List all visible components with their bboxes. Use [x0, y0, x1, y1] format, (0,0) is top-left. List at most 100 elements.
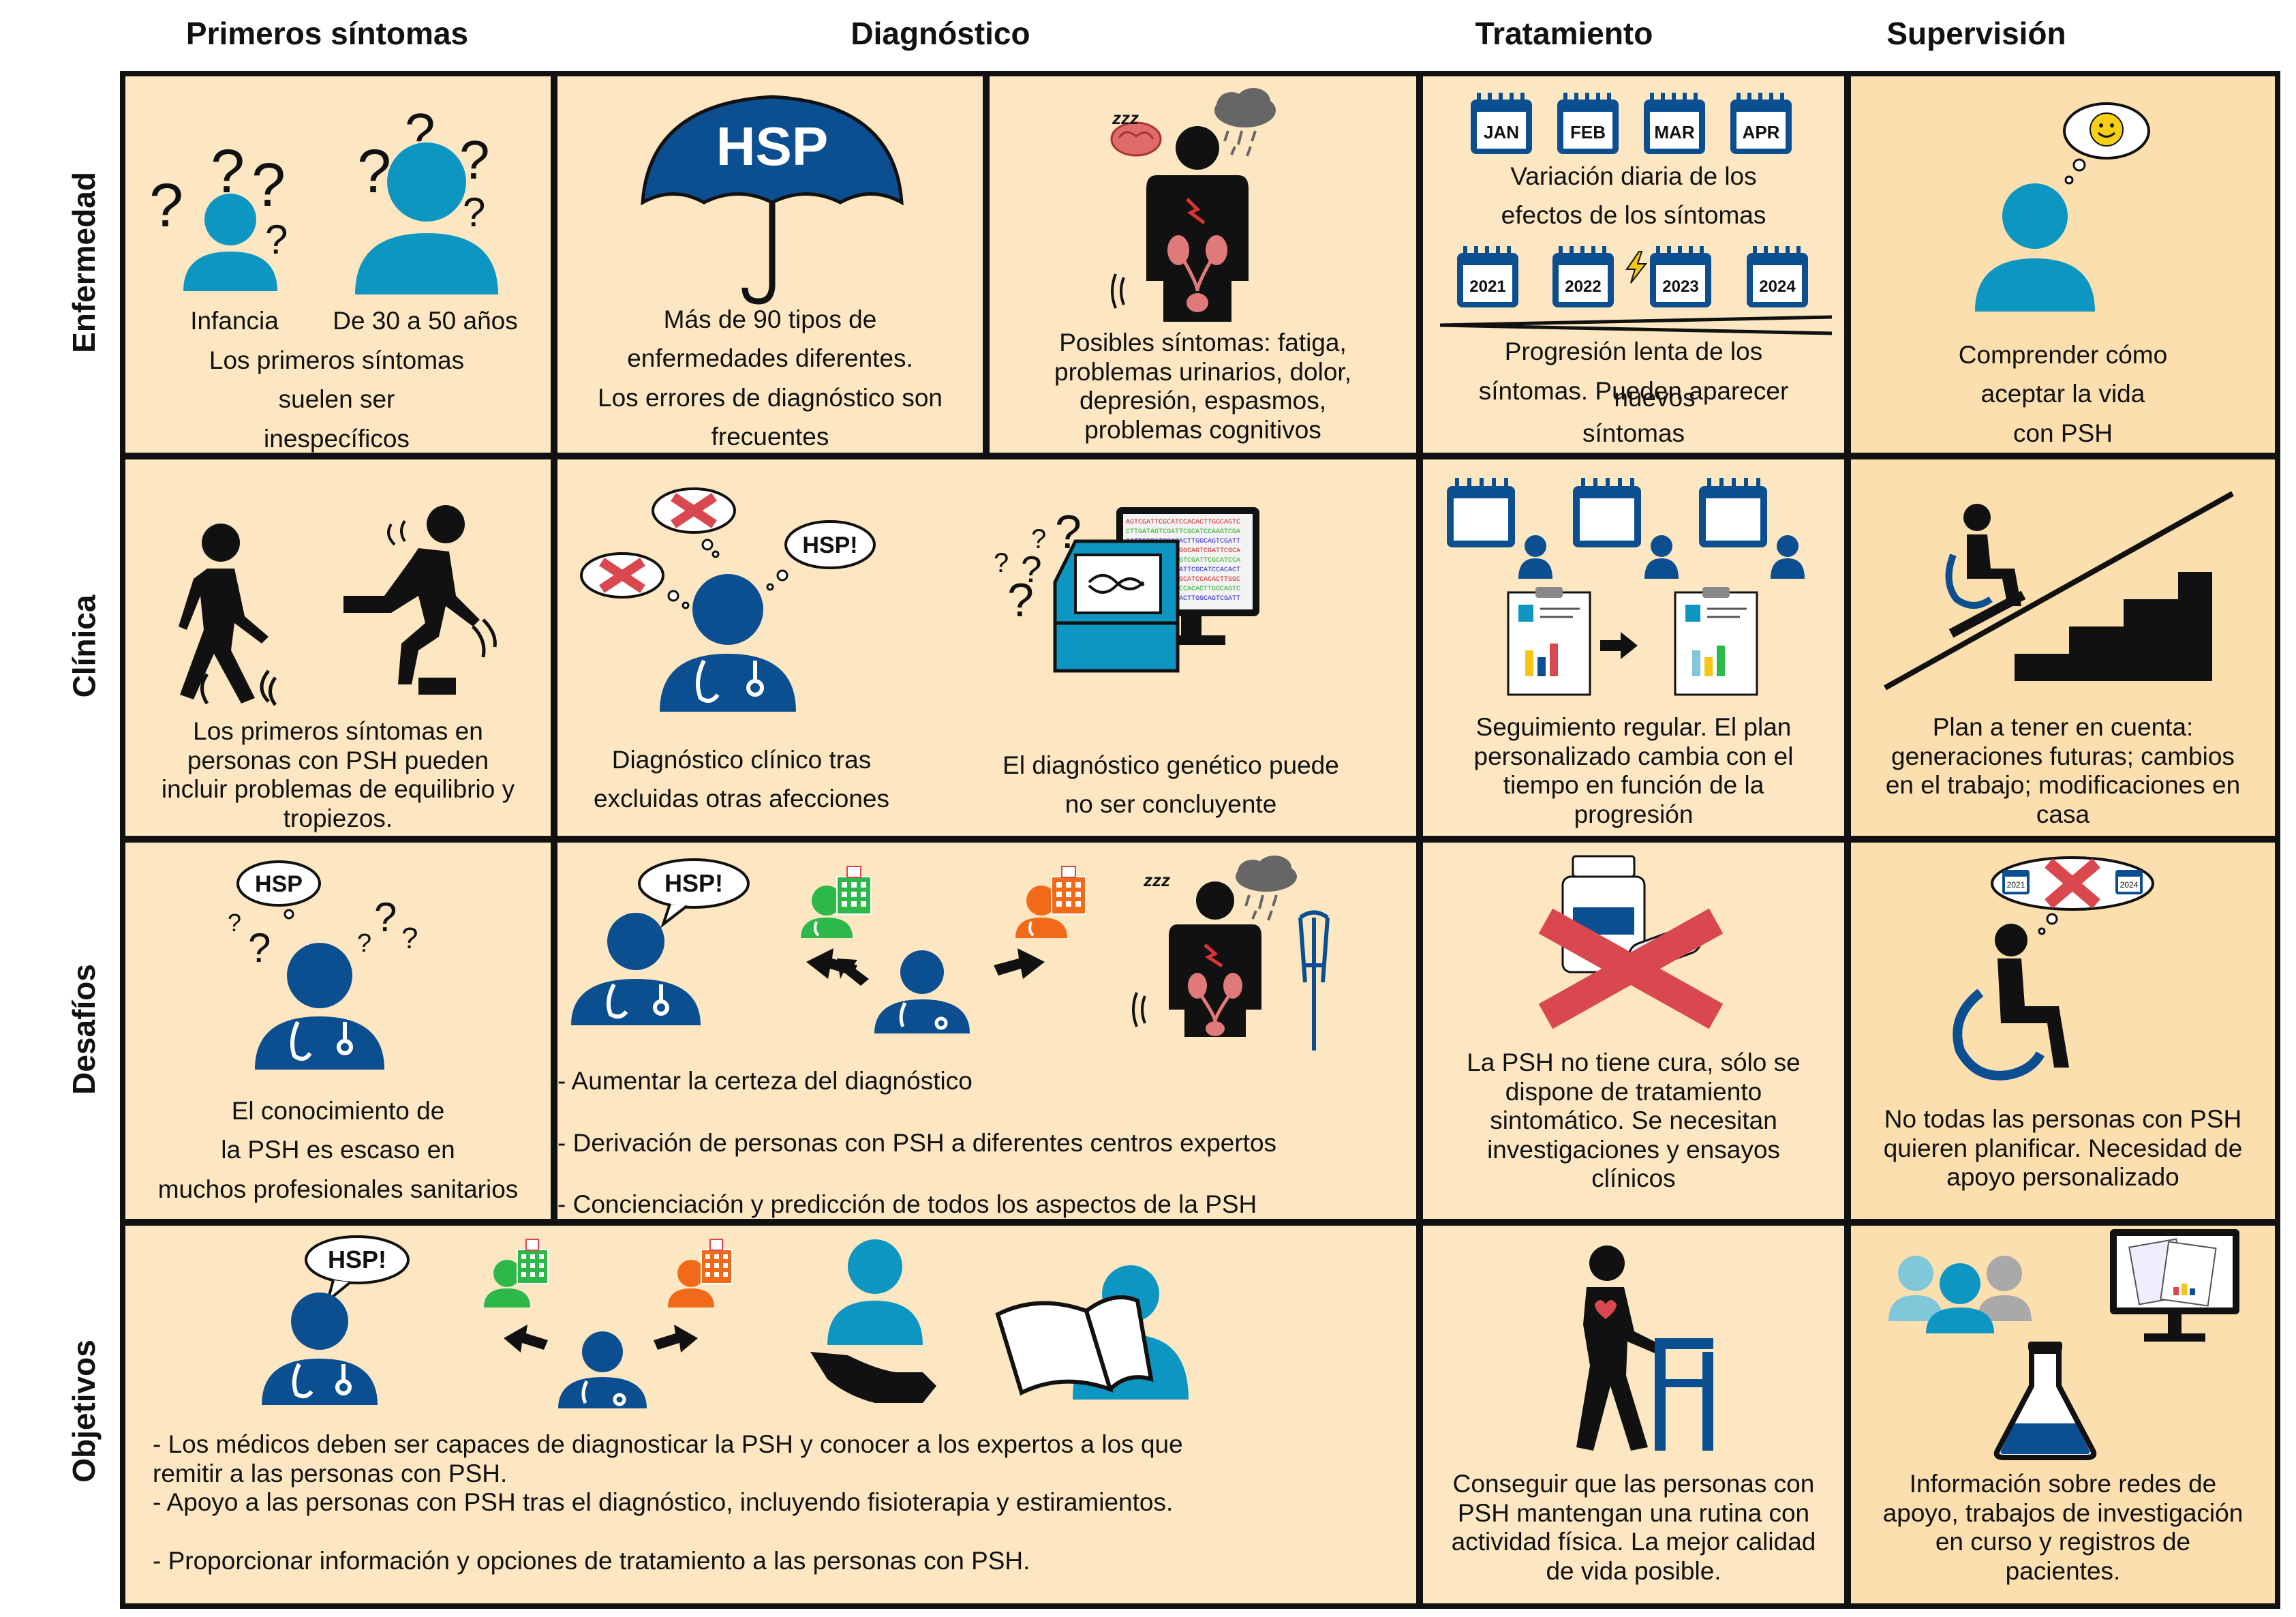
- spasm-lines-icon: [1132, 992, 1146, 1027]
- svg-text:zzz: zzz: [1112, 108, 1139, 128]
- svg-text:GATTCGCATCCACACTTGGCAGTCGATT: GATTCGCATCCACACTTGGCAGTCGATT: [1126, 538, 1240, 545]
- cell-objetivos-tratamiento: Conseguir que las personas con PSH mante…: [1418, 1220, 1850, 1609]
- referral-diagram-icon: [801, 866, 1086, 1033]
- question-marks-icon: ?????: [994, 505, 1082, 626]
- svg-text:APR: APR: [1743, 122, 1780, 142]
- tratamiento-progression-line1: Progresión lenta de los: [1504, 337, 1763, 365]
- clinica-tratamiento-text: Seguimiento regular. El plan personaliza…: [1473, 713, 1794, 828]
- question-marks-icon: ?????: [228, 894, 418, 971]
- lab-flask-icon: [1993, 1342, 2097, 1460]
- adult-person-icon: [355, 142, 498, 294]
- zzz-icon: zzz: [1143, 870, 1170, 890]
- svg-text:2024: 2024: [1759, 277, 1796, 296]
- cell-clinica-diagnostico: HSP! ????? AGTCGATTCGCATCCACACTTGGCAGTC …: [552, 454, 1422, 841]
- cell-objetivos-main: HSP!: [120, 1220, 1422, 1609]
- monitor-documents-icon: [2110, 1229, 2239, 1342]
- svg-text:HSP: HSP: [255, 871, 303, 897]
- svg-text:?: ?: [994, 548, 1009, 578]
- svg-text:?: ?: [1031, 524, 1046, 554]
- svg-text:FEB: FEB: [1570, 122, 1606, 142]
- cell-desafios-primeros: HSP ????? El conocimiento de la PSH es e…: [120, 837, 556, 1224]
- wheelchair-user-icon: [1953, 924, 2069, 1080]
- svg-text:HSP!: HSP!: [802, 532, 857, 558]
- crutch-icon: [1298, 910, 1330, 1051]
- support-group-icon: [1888, 1256, 2032, 1333]
- svg-text:?: ?: [248, 925, 271, 971]
- column-header-primeros: Primeros síntomas: [185, 16, 469, 51]
- umbrella-label: HSP: [716, 116, 829, 177]
- lightning-icon: [1625, 251, 1648, 284]
- calendar-icon: MAR: [1644, 93, 1705, 154]
- svg-text:AGTCGATTCGCATCCACACTTGGCAGTC: AGTCGATTCGCATCCACACTTGGCAGTC: [1126, 519, 1240, 526]
- desafios-primeros-text: El conocimiento de la PSH es escaso en m…: [157, 1097, 519, 1203]
- dna-sequencer-icon: AGTCGATTCGCATCCACACTTGGCAGTC CTTGATAGTCG…: [1053, 507, 1259, 673]
- body-symptoms-icon: [1146, 126, 1249, 322]
- year-calendars: 2021 2022 2023 2024: [1454, 243, 1835, 312]
- clinica-clinical-text: Diagnóstico clínico tras excluidas otras…: [594, 746, 889, 813]
- cell-desafios-diagnostico: HSP! zzz: [552, 837, 1422, 1224]
- svg-text:AGTCGATTCGCATCCACACTTGGCAGTC: AGTCGATTCGCATCCACACTTGGCAGTC: [1126, 586, 1240, 593]
- body-symptoms-icon: [1169, 881, 1261, 1037]
- cell-enfermedad-diagnostico-umbrella: HSP Más de 90 tipos de enfermedades dife…: [552, 71, 988, 458]
- desafios-tratamiento-text: La PSH no tiene cura, sólo se dispone de…: [1467, 1048, 1801, 1193]
- objetivos-bullets: - Los médicos deben ser capaces de diagn…: [153, 1430, 1183, 1575]
- child-person-icon: [183, 194, 277, 291]
- doctor-icon: [255, 943, 384, 1070]
- desafios-supervision-text: No todas las personas con PSH quieren pl…: [1883, 1105, 2243, 1192]
- cell-desafios-tratamiento: La PSH no tiene cura, sólo se dispone de…: [1418, 837, 1850, 1224]
- walker-person-icon: [1576, 1245, 1713, 1451]
- walking-person-icon: [179, 524, 277, 706]
- column-header-tratamiento: Tratamiento: [1475, 16, 1653, 51]
- crossed-thought-bubble-icon: [652, 487, 736, 558]
- svg-text:JAN: JAN: [1484, 122, 1519, 142]
- svg-text:?: ?: [228, 909, 241, 937]
- svg-text:CGCATCCACACTTGGCAGTCGATTCGCA: CGCATCCACACTTGGCAGTCGATTCGCA: [1126, 547, 1240, 555]
- hsp-thought-bubble-icon: HSP!: [766, 520, 876, 591]
- cell-objetivos-supervision: Información sobre redes de apoyo, trabaj…: [1846, 1220, 2280, 1609]
- cell-enfermedad-supervision: Comprender cómo aceptar la vida con PSH: [1846, 71, 2280, 458]
- cell-enfermedad-tratamiento: JAN FEB MAR APR Variación diaria de los …: [1418, 71, 1850, 458]
- svg-text:2023: 2023: [1662, 277, 1698, 296]
- enfermedad-supervision-text: Comprender cómo aceptar la vida con PSH: [1958, 341, 2168, 447]
- referral-diagram-icon: [484, 1239, 733, 1408]
- column-header-diagnostico: Diagnóstico: [851, 16, 1030, 51]
- svg-text:?: ?: [463, 190, 485, 235]
- question-marks-icon: ???? ????: [149, 102, 490, 262]
- clinica-genetic-text: El diagnóstico genético puede no ser con…: [1002, 751, 1339, 819]
- enfermedad-primeros-text: Los primeros síntomas suelen ser inespec…: [209, 346, 465, 453]
- objetivos-tratamiento-text: Conseguir que las personas con PSH mante…: [1451, 1470, 1816, 1585]
- progression-lines: [1439, 315, 1833, 335]
- spasm-lines-icon: [1111, 273, 1125, 309]
- cell-enfermedad-primeros: ???? ???? Infancia De 30 a 50 años Los p…: [120, 71, 556, 458]
- umbrella-icon: HSP: [641, 95, 904, 305]
- calendar-icon: APR: [1730, 93, 1792, 154]
- clipboard-plans-icon: [1507, 587, 1758, 696]
- reading-person-icon: [995, 1265, 1189, 1400]
- svg-text:2022: 2022: [1565, 277, 1601, 296]
- cell-desafios-supervision: 2021 2024 No todas las personas con PSH …: [1846, 837, 2280, 1224]
- label-30-50: De 30 a 50 años: [333, 307, 518, 335]
- svg-text:TCCACACTTGGCAGTCGATTCGCATCCA: TCCACACTTGGCAGTCGATTCGCATCCA: [1126, 557, 1240, 564]
- svg-text:zzz: zzz: [1143, 870, 1170, 890]
- clinica-primeros-text: Los primeros síntomas en personas con PS…: [161, 717, 515, 832]
- svg-text:CACTTGGCAGTCGATTCGCATCCACACT: CACTTGGCAGTCGATTCGCATCCACACT: [1126, 566, 1240, 574]
- svg-text:?: ?: [357, 138, 391, 206]
- objetivos-supervision-text: Información sobre redes de apoyo, trabaj…: [1882, 1470, 2244, 1585]
- calendar-icon: 2024: [1747, 246, 1808, 307]
- calendar-icon: 2022: [1552, 246, 1614, 307]
- svg-text:?: ?: [265, 217, 288, 262]
- calendar-icon: JAN: [1471, 93, 1532, 154]
- brain-icon: [1110, 121, 1162, 157]
- cell-clinica-tratamiento: Seguimiento regular. El plan personaliza…: [1418, 454, 1850, 841]
- followup-calendars-icon: [1447, 478, 1805, 579]
- cell-clinica-supervision: Plan a tener en cuenta: generaciones fut…: [1846, 454, 2280, 841]
- svg-text:TGGCAGTCGATTCGCATCCACACTTGGC: TGGCAGTCGATTCGCATCCACACTTGGC: [1126, 576, 1240, 584]
- svg-text:?: ?: [251, 151, 286, 220]
- svg-text:HSP!: HSP!: [664, 869, 723, 897]
- svg-text:?: ?: [1007, 573, 1034, 626]
- crossed-plan-thought-bubble-icon: 2021 2024: [1991, 856, 2154, 935]
- doctor-icon: [571, 913, 701, 1025]
- support-hand-person-icon: [810, 1239, 936, 1403]
- cell-clinica-primeros: Los primeros síntomas en personas con PS…: [120, 454, 556, 841]
- calendar-icon: 2021: [1457, 246, 1518, 307]
